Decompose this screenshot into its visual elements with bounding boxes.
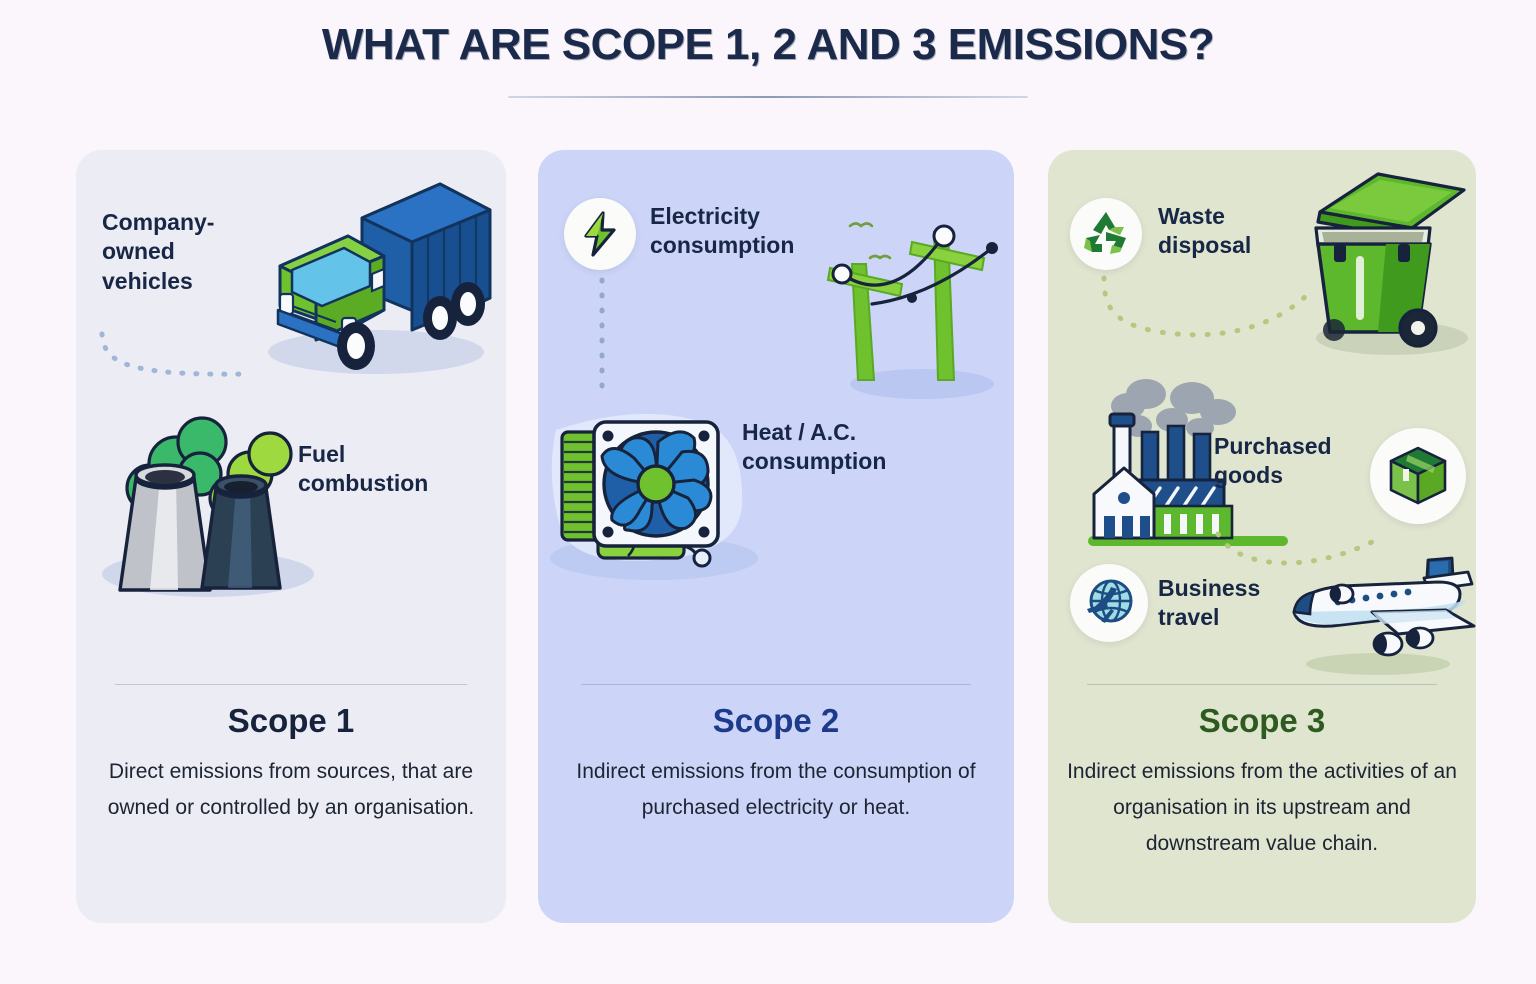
scope-1-name: Scope 1 — [227, 702, 355, 739]
scope-3-name: Scope 3 — [1198, 702, 1326, 739]
card-divider — [1086, 684, 1438, 685]
scope-2-card: Electricity consumption Heat / A.C. cons… — [538, 150, 1014, 923]
globe-plane-badge — [1070, 564, 1148, 642]
scope-3-description: Indirect emissions from the activities o… — [1067, 760, 1457, 856]
airplane-illustration — [1278, 550, 1476, 680]
label-business-travel: Business travel — [1158, 575, 1261, 631]
dotted-connector-1 — [98, 330, 258, 390]
lightning-bolt-icon — [584, 211, 616, 257]
smokestacks-illustration — [90, 378, 320, 608]
label-company-owned-vehicles: Company-owned vehicles — [102, 209, 215, 294]
card-divider — [114, 684, 468, 685]
package-box-badge — [1370, 428, 1466, 524]
dotted-connector-4 — [1215, 520, 1386, 580]
label-purchased-goods: Purchased goods — [1214, 433, 1332, 489]
scope-2-name: Scope 2 — [712, 702, 840, 739]
cooling-fan-illustration — [542, 386, 772, 586]
recycle-badge — [1070, 198, 1142, 270]
globe-plane-icon — [1087, 579, 1133, 623]
scope-2-description: Indirect emissions from the consumption … — [576, 760, 976, 820]
page-title: WHAT ARE SCOPE 1, 2 AND 3 EMISSIONS? — [321, 20, 1215, 69]
delivery-truck-illustration — [244, 170, 494, 390]
scope-1-description: Direct emissions from sources, that are … — [107, 760, 475, 820]
dotted-connector-2 — [596, 277, 608, 389]
card-divider — [580, 684, 972, 685]
factory-illustration — [1084, 372, 1294, 562]
label-fuel-combustion: Fuel combustion — [298, 441, 429, 497]
recycle-icon — [1084, 212, 1126, 254]
title-divider — [508, 96, 1028, 98]
label-heat-ac-consumption: Heat / A.C. consumption — [742, 419, 887, 475]
power-lines-illustration — [826, 212, 1006, 402]
wheelie-bin-illustration — [1300, 164, 1476, 364]
label-waste-disposal: Waste disposal — [1158, 203, 1252, 259]
dotted-connector-3 — [1100, 275, 1320, 356]
label-electricity-consumption: Electricity consumption — [650, 203, 795, 259]
package-box-icon — [1389, 446, 1447, 505]
lightning-bolt-badge — [564, 198, 636, 270]
scope-3-card: Waste disposal Purchased goods Business … — [1048, 150, 1476, 923]
scope-1-card: Company-owned vehicles Fuel combustion S… — [76, 150, 506, 923]
